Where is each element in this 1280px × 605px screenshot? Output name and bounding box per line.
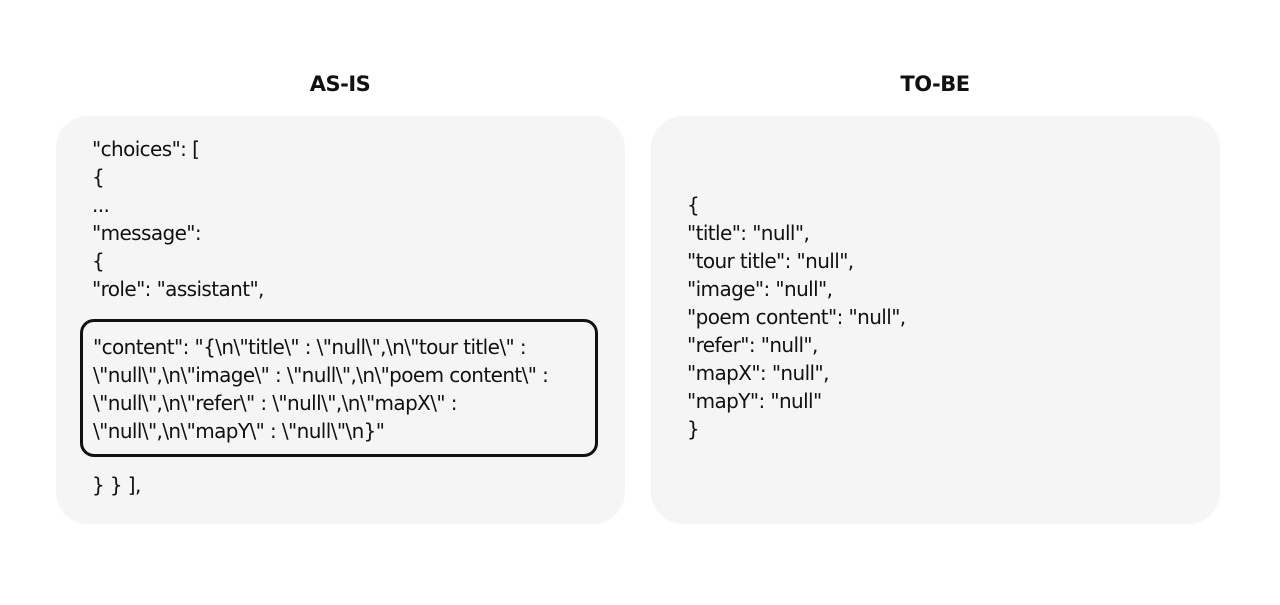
highlighted-line: \"null\",\n\"image\" : \"null\",\n\"poem… — [93, 363, 549, 387]
as-is-line: ... — [92, 193, 110, 217]
to-be-line: "tour title": "null", — [687, 249, 854, 273]
highlighted-line: "content": "{\n\"title\" : \"null\",\n\"… — [93, 335, 527, 359]
as-is-line: { — [92, 165, 105, 189]
as-is-line: "role": "assistant", — [92, 277, 264, 301]
to-be-line: } — [687, 417, 700, 441]
content-highlight-box: "content": "{\n\"title\" : \"null\",\n\"… — [80, 319, 598, 457]
to-be-line: { — [687, 193, 700, 217]
as-is-line: "choices": [ — [92, 137, 200, 161]
to-be-panel: { "title": "null", "tour title": "null",… — [651, 116, 1220, 524]
highlighted-line: \"null\",\n\"mapY\" : \"null\"\n}" — [93, 419, 385, 443]
to-be-line: "mapY": "null" — [687, 389, 822, 413]
to-be-heading: TO-BE — [900, 72, 970, 96]
as-is-heading: AS-IS — [309, 72, 371, 96]
as-is-panel: "choices": [ { ... "message": { "role": … — [56, 116, 625, 524]
to-be-line: "poem content": "null", — [687, 305, 906, 329]
to-be-line: "title": "null", — [687, 221, 810, 245]
as-is-line: "message": — [92, 221, 202, 245]
to-be-line: "refer": "null", — [687, 333, 818, 357]
as-is-closing-line: } } ], — [92, 473, 141, 497]
highlighted-line: \"null\",\n\"refer\" : \"null\",\n\"mapX… — [93, 391, 458, 415]
as-is-line: { — [92, 249, 105, 273]
to-be-line: "image": "null", — [687, 277, 833, 301]
to-be-line: "mapX": "null", — [687, 361, 829, 385]
